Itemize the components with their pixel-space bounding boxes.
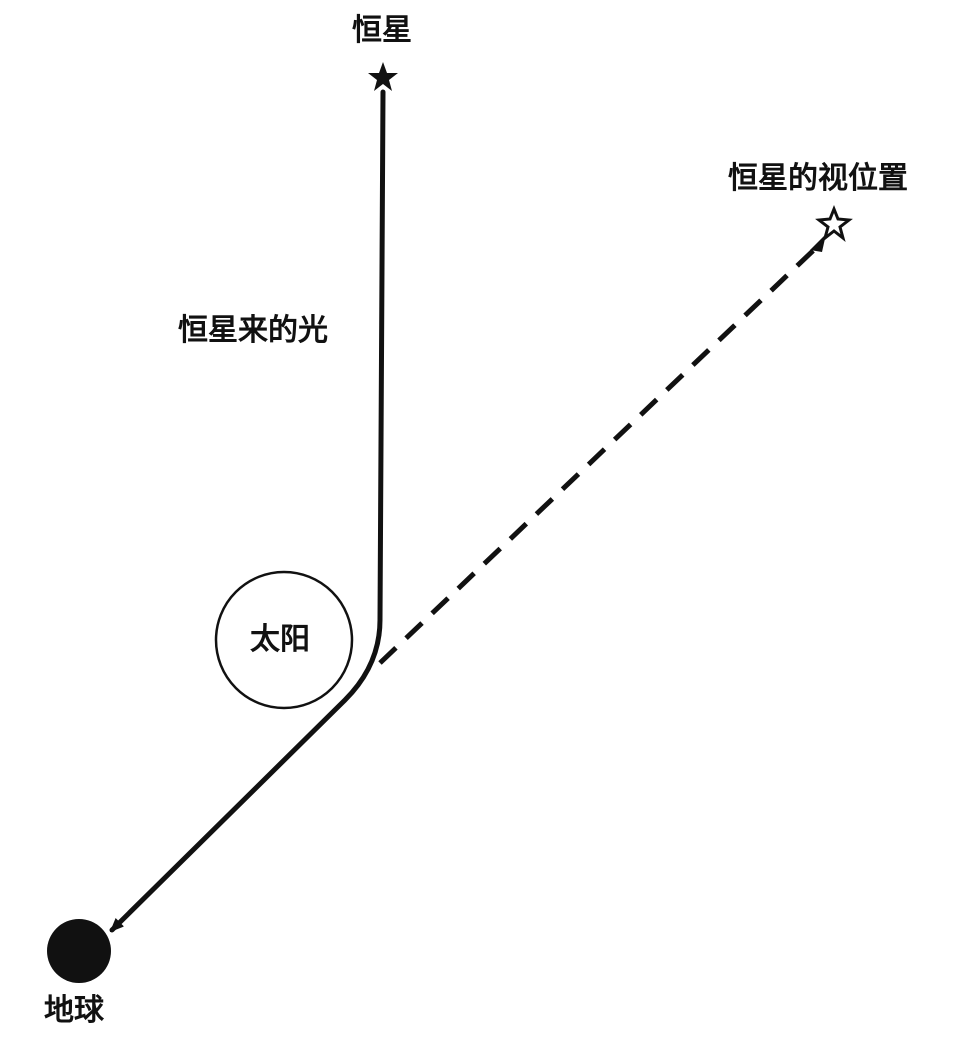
star-label: 恒星 bbox=[352, 13, 412, 48]
apparent-position-label: 恒星的视位置 bbox=[728, 161, 908, 196]
sun-circle bbox=[214, 570, 354, 710]
earth-circle bbox=[47, 919, 111, 983]
light-from-star-label: 恒星来的光 bbox=[178, 313, 328, 348]
apparent-arrow-tip bbox=[810, 234, 826, 252]
apparent-line-of-sight bbox=[378, 244, 820, 665]
earth-label: 地球 bbox=[44, 993, 104, 1028]
sun-label: 太阳 bbox=[250, 622, 310, 657]
apparent-star-icon bbox=[815, 204, 853, 242]
light-ray-path bbox=[109, 89, 386, 933]
star-icon bbox=[368, 62, 398, 91]
